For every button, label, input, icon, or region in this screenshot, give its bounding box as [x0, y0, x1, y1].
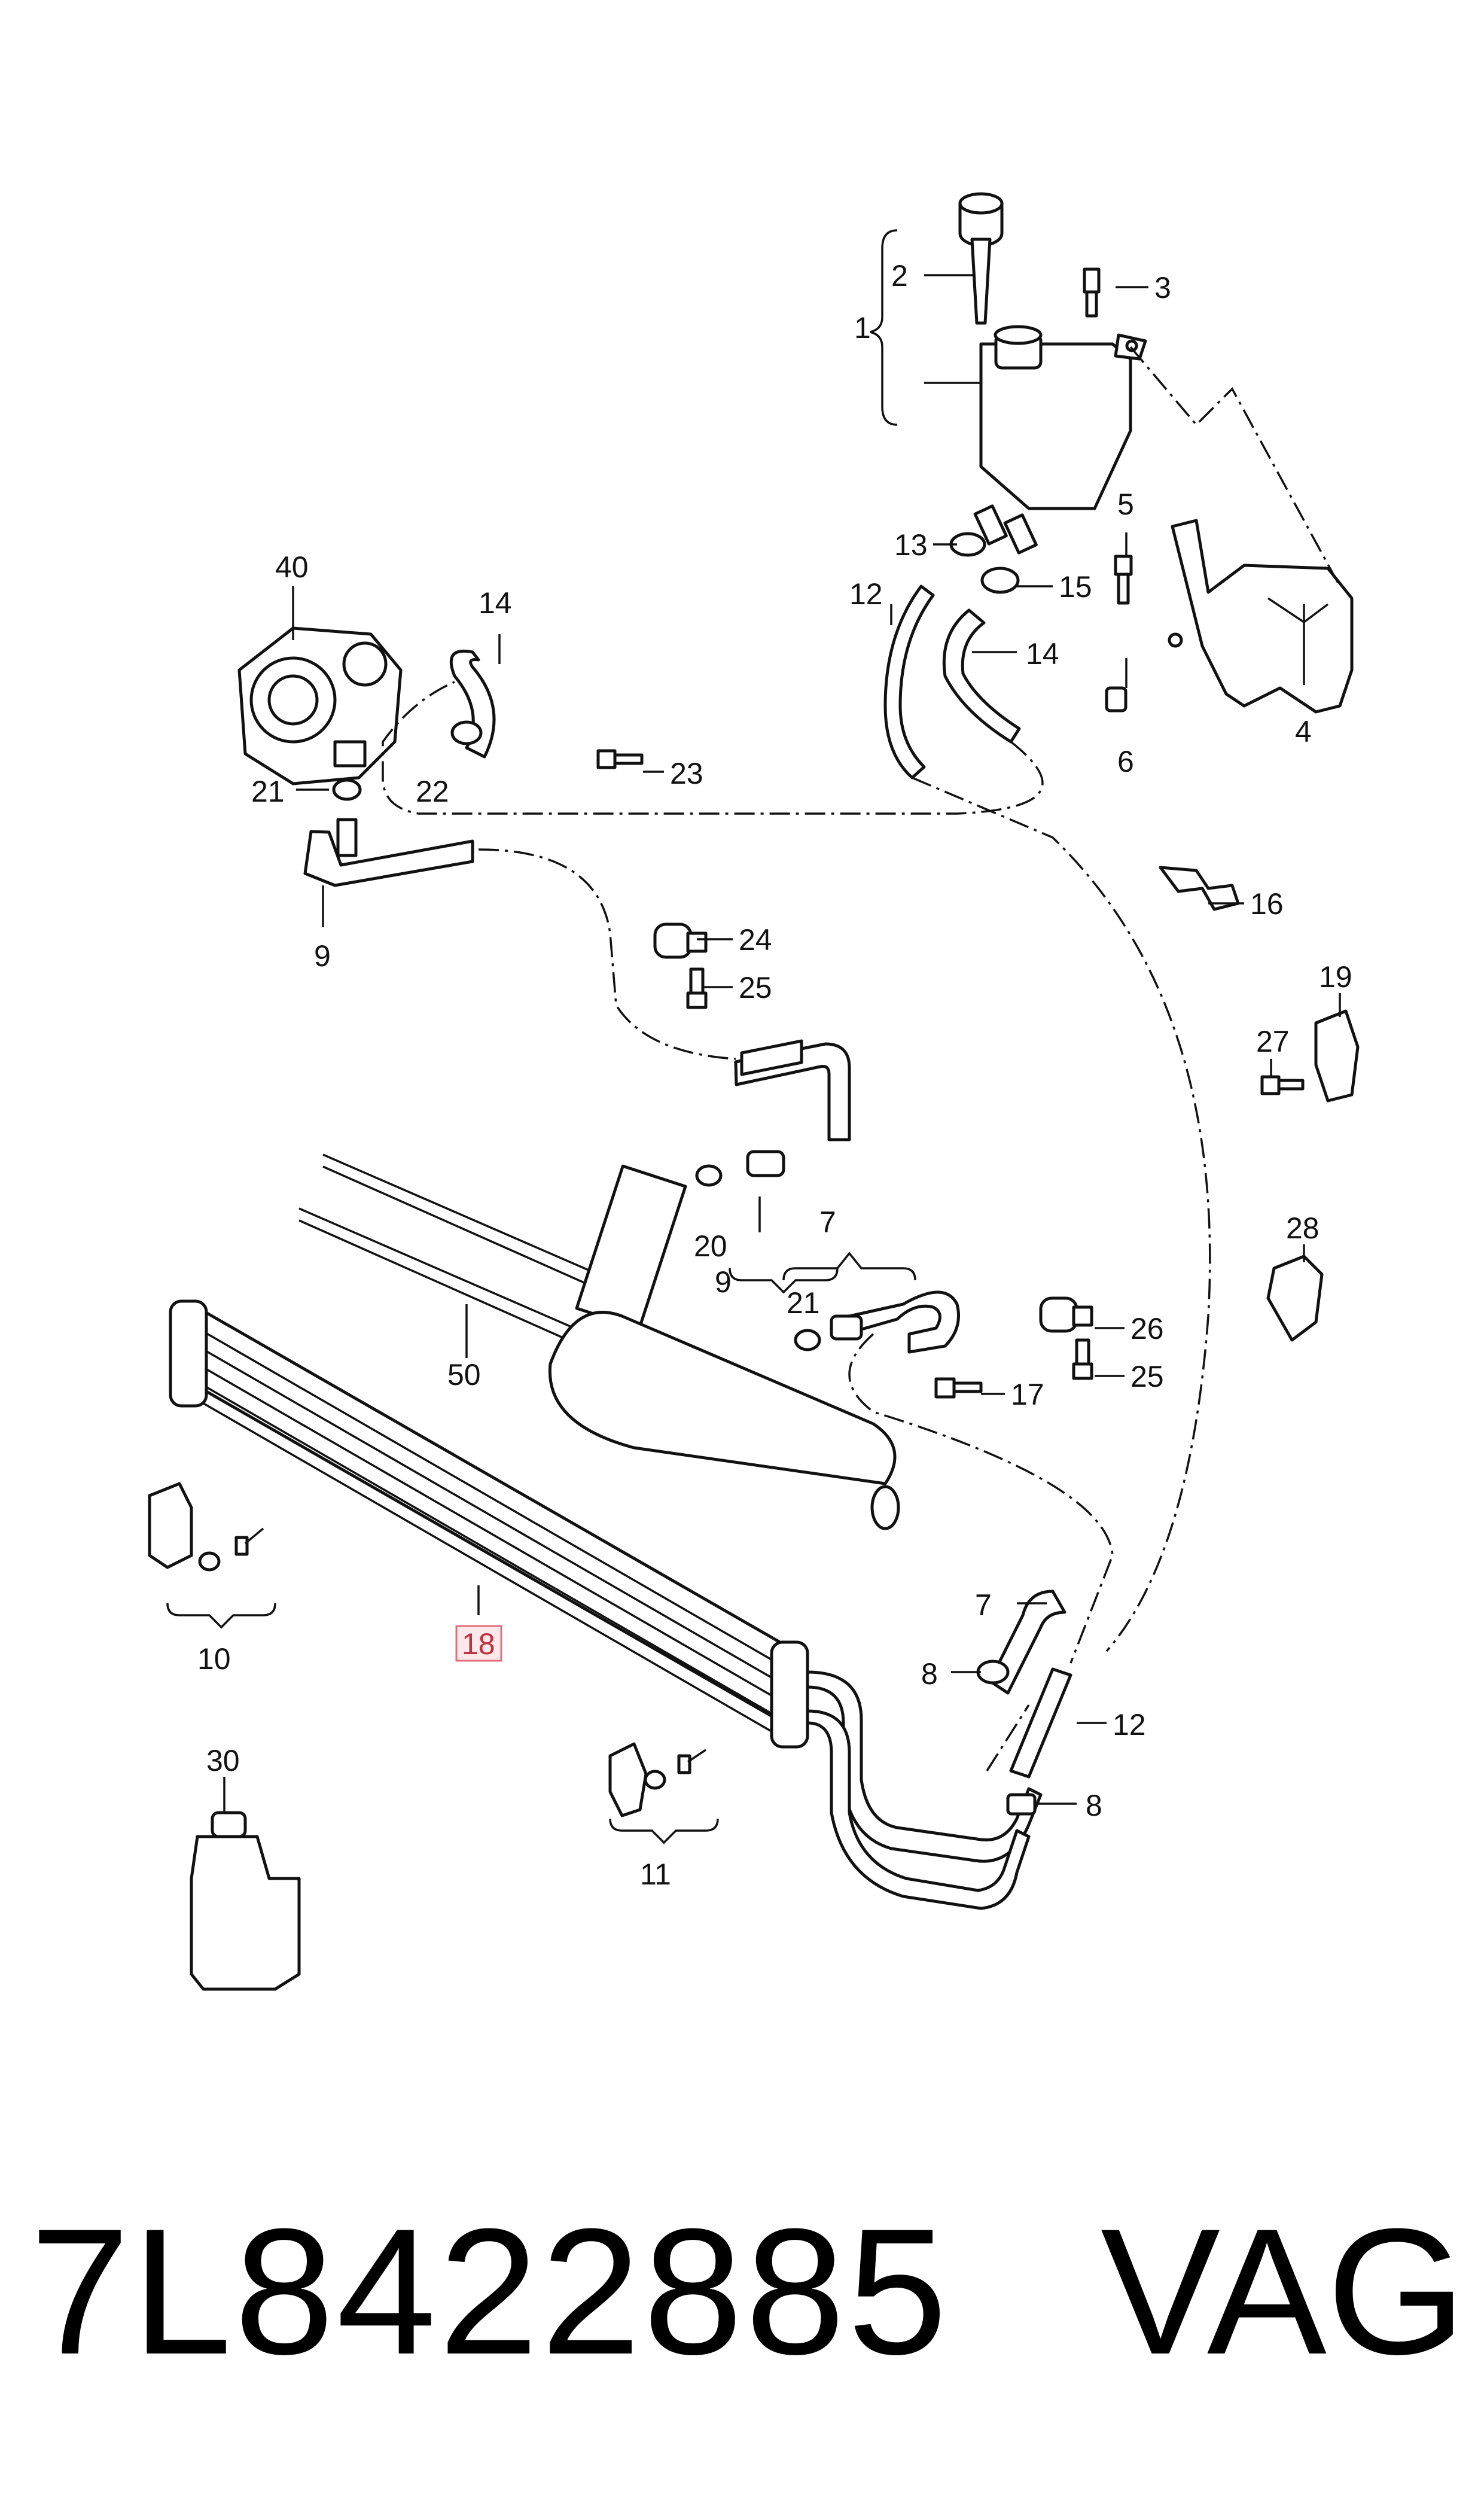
label-26: 26	[1130, 1312, 1164, 1345]
label-25b: 25	[1130, 1360, 1164, 1393]
label-25a: 25	[739, 971, 772, 1004]
hose-7-rack	[830, 1290, 960, 1354]
parts-diagram: 1 2 3 4 5 6 7 7 8 8 9 9 10 11 12 12 13 1…	[148, 192, 1360, 1991]
label-9a: 9	[314, 939, 331, 973]
label-17: 17	[1011, 1378, 1044, 1411]
bolt-3	[1083, 267, 1101, 318]
clamp-26	[1039, 1296, 1093, 1333]
power-steering-pump	[237, 626, 403, 785]
label-24: 24	[739, 923, 772, 957]
label-50: 50	[447, 1358, 481, 1392]
label-6: 6	[1117, 745, 1134, 778]
label-8a: 8	[921, 1657, 938, 1691]
label-9b: 9	[715, 1265, 732, 1299]
bracket-11	[608, 1742, 706, 1817]
clamp-24	[653, 922, 708, 959]
o-ring-21-rack	[794, 1329, 821, 1351]
oil-cooler	[169, 1299, 809, 1749]
label-8b: 8	[1086, 1789, 1102, 1822]
label-27: 27	[1256, 1025, 1290, 1058]
label-12a: 12	[849, 577, 883, 611]
label-12b: 12	[1113, 1708, 1146, 1741]
bracket-4	[1168, 519, 1354, 714]
label-18: 18	[462, 1627, 495, 1661]
o-ring-20	[695, 1164, 723, 1187]
bolt-25-lower	[1072, 1338, 1093, 1380]
label-11: 11	[640, 1858, 671, 1891]
bolt-17	[934, 1377, 983, 1399]
suction-hose-14	[942, 608, 1021, 744]
nut-6	[1105, 686, 1128, 713]
label-13: 13	[894, 528, 928, 562]
label-21a: 21	[251, 775, 285, 808]
label-20: 20	[694, 1229, 727, 1263]
fluid-reservoir	[973, 325, 1147, 555]
label-7b: 7	[975, 1588, 992, 1622]
label-14b: 14	[1026, 637, 1059, 671]
label-19: 19	[1319, 960, 1352, 994]
clip-28	[1266, 1255, 1324, 1342]
label-10: 10	[197, 1642, 231, 1676]
label-15: 15	[1059, 570, 1092, 604]
label-7a: 7	[819, 1205, 836, 1239]
clamp-8-upper	[976, 1660, 1010, 1685]
pressure-line-9	[303, 818, 474, 887]
label-40: 40	[275, 550, 309, 584]
label-28: 28	[1286, 1211, 1320, 1245]
label-14a: 14	[479, 586, 512, 620]
bolt-27	[1260, 1075, 1305, 1095]
brand-name: VAG	[1101, 2191, 1467, 2392]
bolt-5	[1114, 555, 1133, 605]
label-22: 22	[416, 775, 449, 808]
label-5: 5	[1117, 488, 1134, 521]
hose-7-lower	[988, 1590, 1066, 1695]
label-1: 1	[854, 311, 871, 345]
fluid-bottle	[190, 1811, 301, 1991]
clamp-15	[980, 567, 1020, 594]
label-23: 23	[670, 757, 703, 790]
clamp-8-lower	[1006, 1793, 1037, 1816]
label-4: 4	[1295, 715, 1312, 748]
label-2: 2	[891, 259, 908, 293]
label-30: 30	[206, 1744, 240, 1777]
reservoir-cap-dipstick	[958, 192, 1004, 325]
cooler-lines	[806, 1670, 1043, 1910]
label-16: 16	[1250, 887, 1284, 921]
hose-12-lower	[1009, 1667, 1072, 1779]
holder-19	[1314, 1009, 1360, 1103]
bracket-10	[148, 1482, 264, 1572]
label-18-highlight: 18	[455, 1625, 502, 1662]
o-ring-21	[332, 778, 362, 801]
part-number: 7L8422885	[30, 2191, 950, 2392]
pressure-line-9-rack	[734, 1039, 851, 1177]
steering-rack	[298, 1153, 900, 1530]
return-hose-12	[883, 584, 935, 780]
label-3: 3	[1154, 271, 1171, 305]
bolt-25	[686, 967, 708, 1009]
label-21b: 21	[787, 1286, 820, 1320]
pressure-hose-14-upper	[449, 649, 496, 759]
flange-bolt-23	[596, 749, 644, 769]
o-ring-22	[450, 720, 483, 745]
